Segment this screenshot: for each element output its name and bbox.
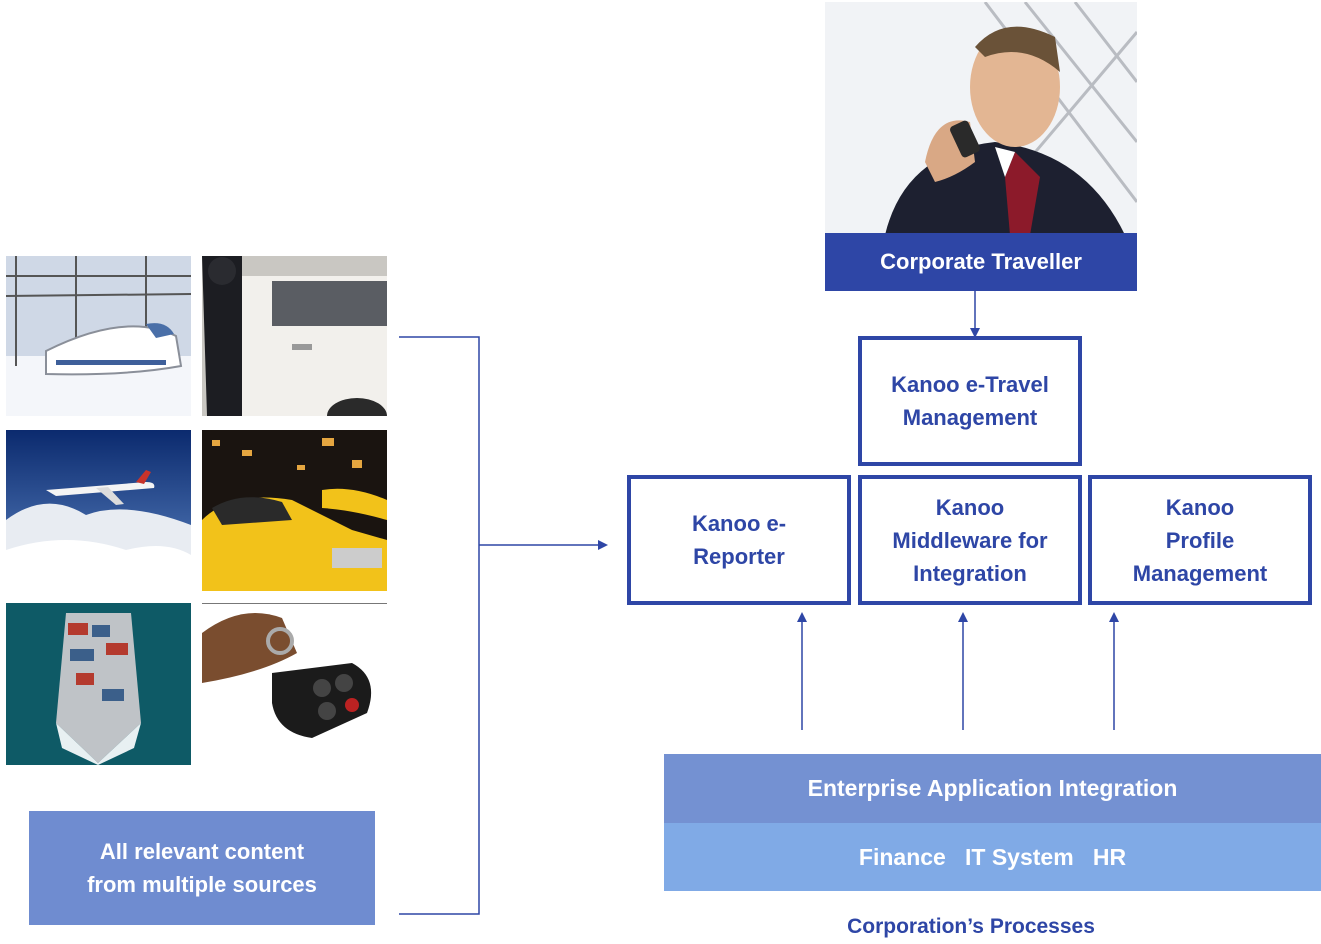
corporation-processes-caption: Corporation’s Processes [664, 910, 1278, 944]
profile-management-box: Kanoo Profile Management [1088, 475, 1312, 605]
middleware-text: Kanoo Middleware for Integration [892, 494, 1048, 586]
car-key-photo [202, 603, 387, 765]
content-bracket [399, 336, 480, 915]
ereporter-text: Kanoo e- Reporter [691, 511, 787, 569]
airplane-photo [6, 430, 191, 591]
eai-text: Enterprise Application Integration [807, 775, 1178, 801]
corporate-traveller-text: Corporate Traveller [880, 249, 1082, 274]
etravel-management-text: Kanoo e-Travel Management [891, 372, 1049, 430]
etravel-management-box: Kanoo e-Travel Management [858, 336, 1082, 466]
ereporter-box: Kanoo e- Reporter [627, 475, 851, 605]
limousine-photo [202, 256, 387, 416]
taxi-photo [202, 430, 387, 591]
systems-bar: Finance IT System HR [664, 823, 1321, 891]
content-sources-text: All relevant content from multiple sourc… [87, 839, 317, 897]
train-photo [6, 256, 191, 416]
profile-management-text: Kanoo Profile Management [1132, 494, 1268, 586]
eai-bar: Enterprise Application Integration [664, 754, 1321, 823]
systems-text: Finance IT System HR [858, 843, 1127, 870]
businessman-photo [825, 2, 1137, 235]
middleware-box: Kanoo Middleware for Integration [858, 475, 1082, 605]
corporation-processes-text: Corporation’s Processes [847, 915, 1095, 938]
ship-photo [6, 603, 191, 765]
content-sources-box: All relevant content from multiple sourc… [29, 811, 375, 925]
corporate-traveller-label: Corporate Traveller [825, 233, 1137, 291]
